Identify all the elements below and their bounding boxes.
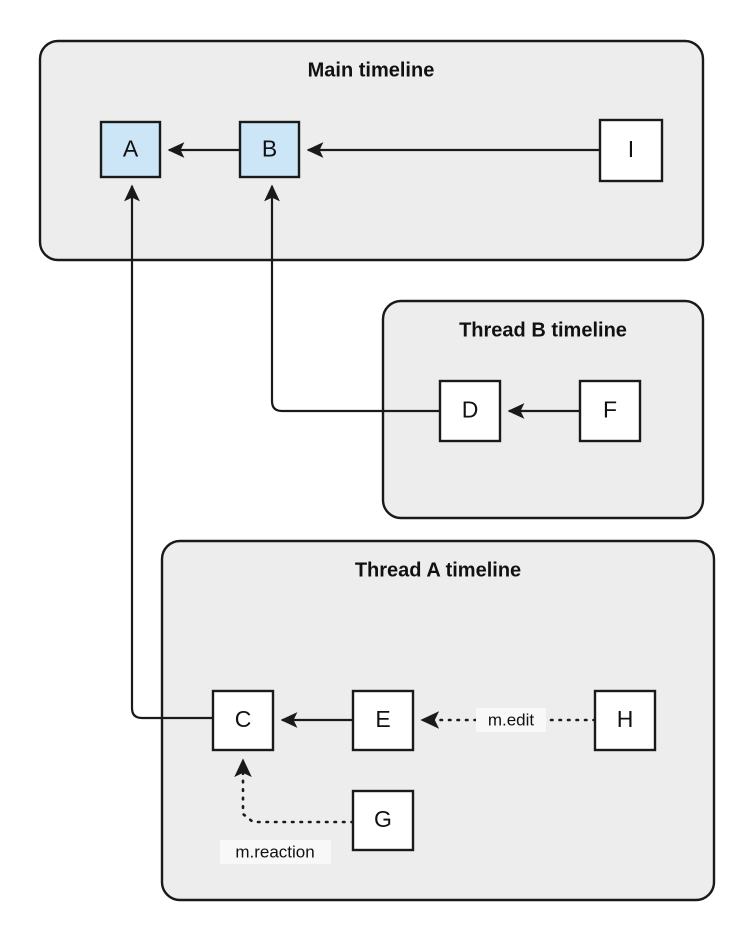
edge-label-m-reaction: m.reaction xyxy=(220,840,331,864)
node-f[interactable]: F xyxy=(578,379,642,443)
node-d[interactable]: D xyxy=(438,379,502,443)
node-a-label: A xyxy=(123,136,139,162)
group-thread-b-timeline-title: Thread B timeline xyxy=(459,319,627,341)
node-i-box[interactable] xyxy=(598,118,664,183)
node-g-box[interactable] xyxy=(351,789,415,852)
node-i[interactable]: I xyxy=(598,118,664,183)
node-d-box[interactable] xyxy=(438,379,502,443)
edge-g-to-c xyxy=(234,758,355,824)
node-b-label: B xyxy=(262,136,277,162)
group-thread-b-timeline: Thread B timeline xyxy=(381,299,705,520)
node-h-box[interactable] xyxy=(593,689,657,752)
node-b[interactable]: B xyxy=(238,120,301,179)
node-f-label: F xyxy=(603,397,617,423)
edge-label-m-reaction-text: m.reaction xyxy=(235,842,314,861)
node-h[interactable]: H xyxy=(593,689,657,752)
node-i-label: I xyxy=(628,136,634,162)
node-a-box[interactable] xyxy=(99,120,162,179)
group-thread-b-timeline-box xyxy=(381,299,705,520)
node-f-box[interactable] xyxy=(578,379,642,443)
node-d-label: D xyxy=(462,397,479,423)
edge-d-to-b xyxy=(264,184,440,413)
edge-c-to-a xyxy=(124,184,213,720)
edge-label-m-reaction-bg xyxy=(220,840,331,864)
group-main-timeline-title: Main timeline xyxy=(308,59,435,81)
node-e-label: E xyxy=(375,706,390,732)
node-c[interactable]: C xyxy=(211,689,275,752)
group-thread-a-timeline-title: Thread A timeline xyxy=(355,559,521,581)
node-a[interactable]: A xyxy=(99,120,162,179)
node-e[interactable]: E xyxy=(351,689,415,752)
edge-label-m-edit: m.edit xyxy=(476,708,546,732)
node-g-label: G xyxy=(374,806,392,832)
edge-label-m-edit-bg xyxy=(476,708,546,732)
node-h-label: H xyxy=(617,706,634,732)
node-c-label: C xyxy=(235,706,252,732)
edge-label-m-edit-text: m.edit xyxy=(488,710,535,729)
node-b-box[interactable] xyxy=(238,120,301,179)
node-g[interactable]: G xyxy=(351,789,415,852)
node-e-box[interactable] xyxy=(351,689,415,752)
node-c-box[interactable] xyxy=(211,689,275,752)
